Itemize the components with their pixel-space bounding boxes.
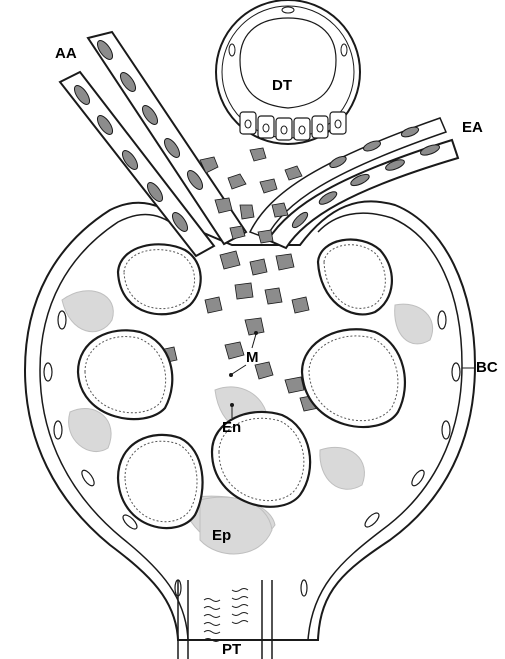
capillary-loop-1 bbox=[118, 244, 201, 314]
label-aa: AA bbox=[55, 45, 77, 62]
label-bc: BC bbox=[476, 359, 498, 376]
distal-tubule-lumen bbox=[240, 18, 336, 108]
label-dt: DT bbox=[272, 77, 292, 94]
label-pt: PT bbox=[222, 641, 241, 658]
distal-tubule bbox=[216, 0, 360, 144]
label-ep: Ep bbox=[212, 527, 231, 544]
label-m: M bbox=[246, 349, 259, 366]
label-en: En bbox=[222, 419, 241, 436]
label-ea: EA bbox=[462, 119, 483, 136]
